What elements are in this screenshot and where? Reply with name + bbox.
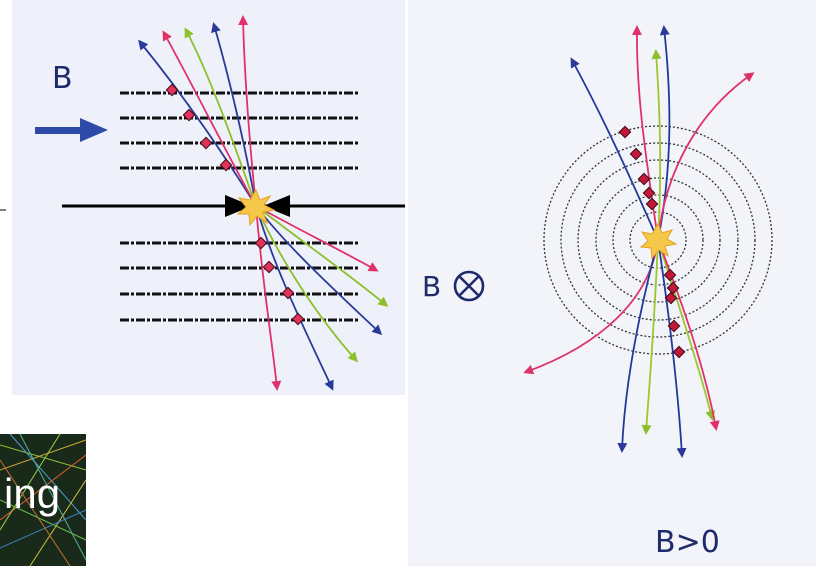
detector-layers-bottom xyxy=(120,241,360,322)
hit-marker xyxy=(637,172,651,186)
hit-marker xyxy=(667,319,681,333)
track-red-up-1 xyxy=(162,30,257,207)
end-tracks-downward xyxy=(523,239,720,458)
end-view-panel: B B>0 xyxy=(408,0,816,566)
detector-layers-top xyxy=(120,91,360,170)
hit-marker xyxy=(182,108,196,122)
curl-blue-down-left xyxy=(617,239,659,453)
hit-marker xyxy=(262,260,276,274)
hit-marker xyxy=(219,158,233,172)
track-red-down-1 xyxy=(255,205,379,272)
hit-marker xyxy=(666,281,680,295)
track-blue-up-1 xyxy=(138,39,257,207)
hit-marker xyxy=(165,83,179,97)
curl-green-down xyxy=(641,239,659,435)
collision-vertex xyxy=(236,188,276,227)
curl-red-down-right xyxy=(657,239,720,431)
end-field-label: B xyxy=(422,270,441,303)
track-blue-down-2 xyxy=(255,205,334,391)
end-view-caption: B>0 xyxy=(655,525,720,560)
end-collision-vertex xyxy=(639,222,678,260)
side-tracks-upward xyxy=(138,15,257,207)
hit-marker xyxy=(663,268,677,282)
end-view-background xyxy=(408,0,816,566)
curl-green-up xyxy=(651,49,662,241)
hit-marker xyxy=(664,291,678,305)
hit-marker xyxy=(618,125,632,139)
detector-rings xyxy=(543,125,773,355)
track-green-up xyxy=(184,27,257,207)
track-blue-down-1 xyxy=(255,205,383,336)
hit-marker xyxy=(629,147,643,161)
curl-red-up xyxy=(631,25,659,241)
corner-image-streaks xyxy=(0,433,87,566)
side-view-background xyxy=(12,0,405,395)
end-tracks-upward xyxy=(570,25,755,241)
corner-image: ing xyxy=(0,433,87,566)
corner-image-background xyxy=(0,434,86,566)
curl-red-up-right xyxy=(657,72,755,241)
track-red-down-2 xyxy=(255,205,282,391)
end-hit-markers xyxy=(618,125,686,359)
hit-marker xyxy=(281,286,295,300)
side-tracks-downward xyxy=(255,205,389,391)
hit-marker xyxy=(254,236,268,250)
hit-marker xyxy=(291,312,305,326)
corner-image-text: ing xyxy=(4,470,60,517)
side-field-label: B xyxy=(52,61,73,96)
side-hit-markers xyxy=(165,83,305,326)
hit-marker xyxy=(199,136,213,150)
field-direction-arrow xyxy=(35,118,108,142)
hit-marker xyxy=(645,197,659,211)
beam-arrow-left xyxy=(225,195,252,217)
curl-green-down-right xyxy=(657,239,716,421)
field-into-page-icon xyxy=(453,270,485,302)
curl-blue-down-mid xyxy=(657,239,687,458)
track-red-up-2 xyxy=(238,15,257,207)
track-green-down-2 xyxy=(255,205,359,363)
hit-marker xyxy=(642,186,656,200)
track-green-down-1 xyxy=(255,205,389,307)
side-view-panel: B xyxy=(0,0,405,395)
curl-blue-up-left xyxy=(570,57,659,241)
hit-marker xyxy=(672,345,686,359)
track-blue-up-2 xyxy=(211,22,257,207)
beam-arrow-right xyxy=(263,195,290,217)
